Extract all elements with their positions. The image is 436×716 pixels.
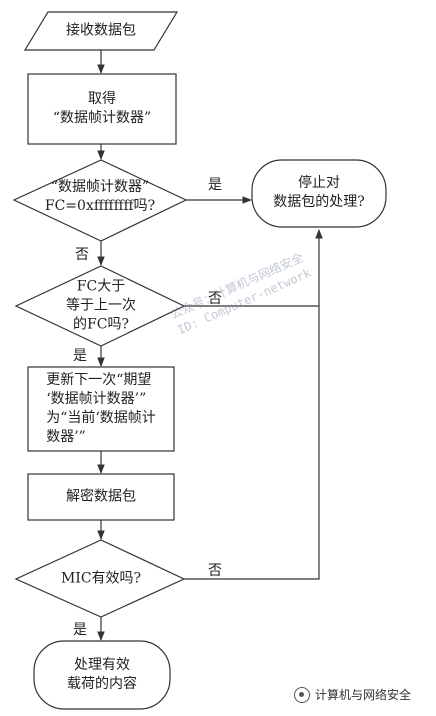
process-payload-label: 处理有效 载荷的内容 — [67, 657, 137, 692]
get-counter-label: 取得 “数据帧计数器” — [52, 91, 152, 126]
edge-label-fc-greater-yes: 是 — [73, 348, 87, 364]
get-counter-shape — [27, 73, 177, 145]
logo-text: 计算机与网络安全 — [315, 688, 412, 702]
edge-label-mic-no: 否 — [208, 563, 222, 579]
stop-processing-label: 停止对 数据包的处理? — [273, 175, 365, 210]
edge-mic-no — [184, 306, 320, 580]
check-fc-max-label: “数据帧计数器” FC=0xffffffff吗? — [44, 179, 156, 214]
update-counter-label: 更新下一次“期望 ‘数据帧计数器’” 为“当前‘数据帧计 数器’” — [46, 372, 156, 445]
wechat-logo-icon — [294, 686, 310, 703]
decrypt-packet-label: 解密数据包 — [66, 488, 136, 505]
check-fc-greater-label: FC大于 等于上一次 的FC吗? — [66, 278, 136, 333]
edge-label-fc-greater-no: 否 — [208, 291, 222, 307]
edge-label-fc-max-yes: 是 — [208, 177, 222, 193]
receive-packet-shape — [23, 11, 179, 51]
check-mic-label: MIC有效吗? — [60, 570, 142, 587]
edge-label-fc-max-no: 否 — [75, 247, 89, 263]
receive-packet-label: 接收数据包 — [66, 22, 136, 39]
stop-processing-shape — [251, 159, 387, 228]
logo: 计算机与网络安全 — [294, 686, 411, 703]
edge-label-mic-yes: 是 — [73, 622, 87, 638]
process-payload-shape — [33, 640, 171, 710]
